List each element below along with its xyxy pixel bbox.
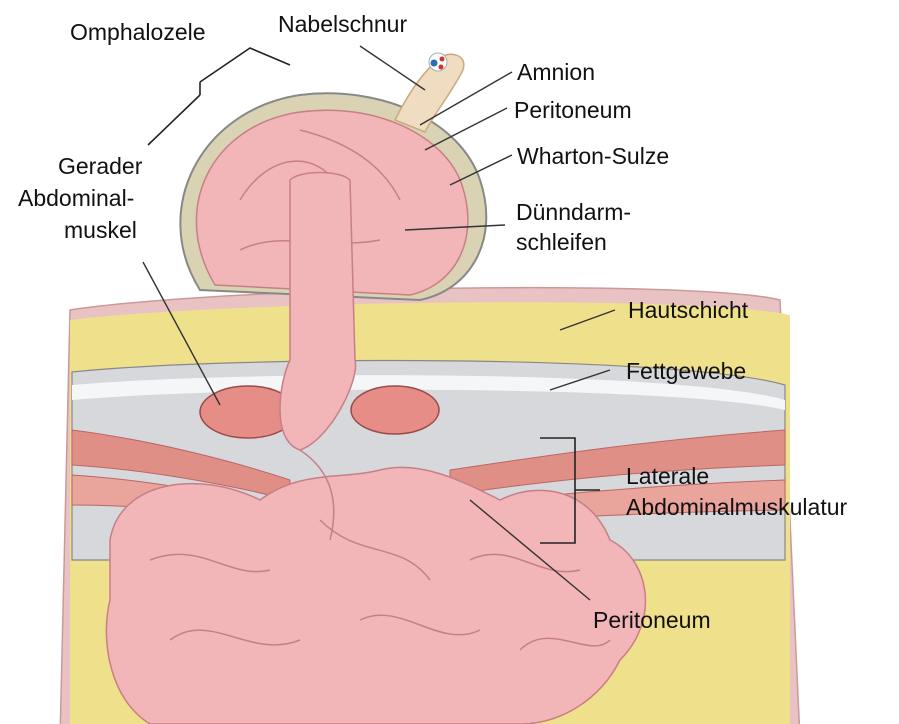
label-gerader-1: Gerader xyxy=(58,152,142,180)
label-duenndarm-1: Dünndarm- xyxy=(516,198,631,226)
leader-nabelschnur xyxy=(360,46,425,90)
lower-bowel xyxy=(106,467,645,724)
label-lateral-2: Abdominalmuskulatur xyxy=(626,493,847,521)
label-duenndarm-2: schleifen xyxy=(516,228,607,256)
label-fettgewebe: Fettgewebe xyxy=(626,357,746,385)
label-hautschicht: Hautschicht xyxy=(628,296,748,324)
label-gerader-2: Abdominal- xyxy=(18,184,134,212)
label-amnion: Amnion xyxy=(517,58,595,86)
label-lateral-1: Laterale xyxy=(626,462,709,490)
label-peritoneum-top: Peritoneum xyxy=(514,96,632,124)
label-peritoneum-bottom: Peritoneum xyxy=(593,606,711,634)
label-gerader-3: muskel xyxy=(64,216,137,244)
rectus-muscle-right xyxy=(351,386,439,434)
label-nabelschnur: Nabelschnur xyxy=(278,10,407,38)
label-omphalozele: Omphalozele xyxy=(70,18,206,46)
label-wharton: Wharton-Sulze xyxy=(517,142,669,170)
